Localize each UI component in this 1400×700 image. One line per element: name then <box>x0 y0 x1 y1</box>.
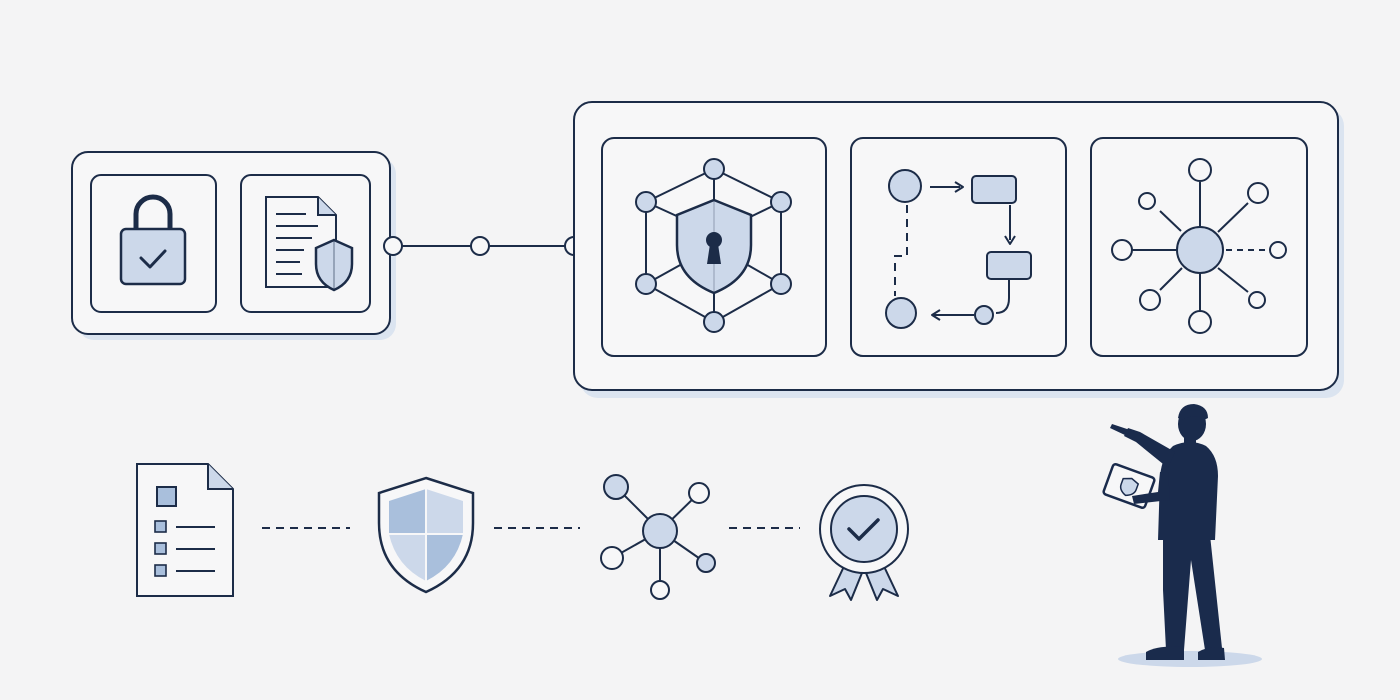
person-with-tablet-pointing-icon <box>1102 404 1262 667</box>
process-flow-icon <box>885 169 1032 329</box>
padlock-check-icon <box>119 194 187 286</box>
group-connector <box>383 236 584 256</box>
document-shield-icon <box>265 196 354 292</box>
award-badge-check-icon <box>819 484 909 601</box>
hub-network-icon <box>1111 158 1287 334</box>
network-node-icon <box>600 474 716 600</box>
checklist-document-icon <box>136 463 234 597</box>
process-flow-card <box>850 137 1067 357</box>
quadrant-shield-icon <box>377 476 475 594</box>
shield-keyhole-network-icon <box>635 158 792 333</box>
